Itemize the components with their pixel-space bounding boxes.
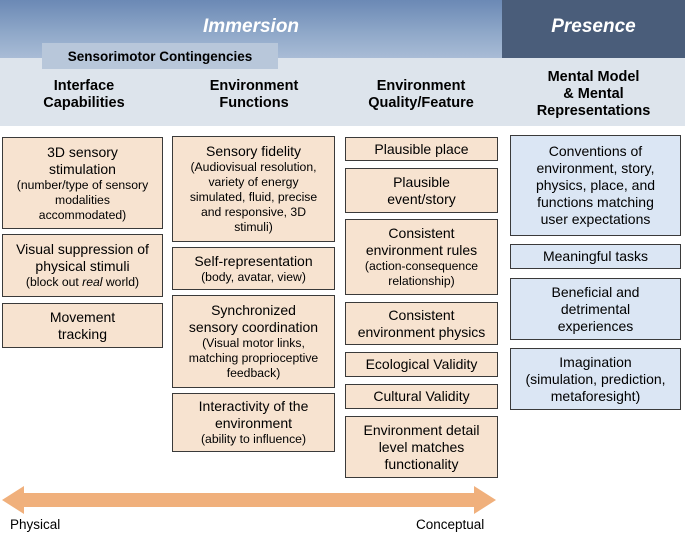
box-beneficial-experiences: Beneficial and detrimental experiences xyxy=(510,278,681,340)
box-main-text: Self-representation xyxy=(194,252,313,269)
immersion-title: Immersion xyxy=(202,16,300,37)
box-sub-text: (number/type of sensory modalities accom… xyxy=(16,177,149,222)
box-main-text: Plausible event/story xyxy=(387,173,456,207)
box-main-text: Consistent environment rules xyxy=(365,225,478,258)
double-headed-arrow-icon xyxy=(2,486,496,514)
box-visual-suppression: Visual suppression of physical stimuli (… xyxy=(2,234,163,297)
sensorimotor-label: Sensorimotor Contingencies xyxy=(42,43,278,69)
box-sub-text: (ability to influence) xyxy=(201,432,306,446)
box-main-text: Visual suppression of physical stimuli xyxy=(16,241,149,274)
box-sub-text: (body, avatar, view) xyxy=(201,269,306,284)
column-header-mental-model: Mental Model & Mental Representations xyxy=(536,69,651,119)
box-consistent-physics: Consistent environment physics xyxy=(345,302,498,345)
sub-text-emphasis: real xyxy=(82,275,103,289)
box-3d-sensory-stimulation: 3D sensory stimulation (number/type of s… xyxy=(2,137,163,229)
box-synchronized-coordination: Synchronized sensory coordination (Visua… xyxy=(172,295,335,388)
box-main-text: Conventions of environment, story, physi… xyxy=(535,143,656,227)
box-sensory-fidelity: Sensory fidelity (Audiovisual resolution… xyxy=(172,136,335,242)
box-conventions: Conventions of environment, story, physi… xyxy=(510,135,681,236)
presence-header xyxy=(502,0,685,58)
box-imagination: Imagination (simulation, prediction, met… xyxy=(510,348,681,410)
box-main-text: Meaningful tasks xyxy=(542,248,649,264)
box-interactivity: Interactivity of the environment (abilit… xyxy=(172,393,335,452)
sub-text-pre: (block out xyxy=(25,275,83,289)
box-main-text: Environment detail level matches functio… xyxy=(363,421,480,472)
box-sub-text: (Visual motor links, matching propriocep… xyxy=(188,336,319,380)
box-main-text: Cultural Validity xyxy=(373,388,470,404)
box-cultural-validity: Cultural Validity xyxy=(345,384,498,409)
box-detail-level: Environment detail level matches functio… xyxy=(345,416,498,478)
box-main-text: Interactivity of the environment xyxy=(198,398,309,431)
box-main-text: Ecological Validity xyxy=(365,356,478,372)
box-sub-text: (Audiovisual resolution, variety of ener… xyxy=(189,160,318,234)
sub-text-post: world) xyxy=(102,275,140,289)
box-ecological-validity: Ecological Validity xyxy=(345,352,498,377)
box-main-text: Sensory fidelity xyxy=(206,143,301,159)
box-main-text: Consistent environment physics xyxy=(357,306,486,340)
box-sub-text: (block out real world) xyxy=(26,275,139,290)
box-plausible-place: Plausible place xyxy=(345,137,498,161)
physical-conceptual-arrow xyxy=(2,486,496,514)
column-header-band xyxy=(0,58,685,126)
column-header-quality: Environment Quality/Feature xyxy=(368,78,474,111)
axis-label-conceptual: Conceptual xyxy=(416,517,485,532)
box-movement-tracking: Movement tracking xyxy=(2,303,163,348)
box-self-representation: Self-representation (body, avatar, view) xyxy=(172,247,335,290)
box-main-text: Beneficial and detrimental experiences xyxy=(551,283,640,334)
box-main-text: Synchronized sensory coordination xyxy=(188,302,319,335)
box-sub-text: (action-consequence relationship) xyxy=(364,259,479,288)
presence-title: Presence xyxy=(551,16,636,37)
box-meaningful-tasks: Meaningful tasks xyxy=(510,244,681,269)
box-main-text: Imagination (simulation, prediction, met… xyxy=(525,353,666,404)
box-main-text: Movement tracking xyxy=(49,308,116,342)
box-main-text: 3D sensory stimulation xyxy=(47,143,118,177)
box-main-text: Plausible place xyxy=(374,140,469,157)
column-header-functions: Environment Functions xyxy=(209,78,299,111)
axis-label-physical: Physical xyxy=(10,517,61,532)
column-header-interface: Interface Capabilities xyxy=(43,78,125,111)
box-consistent-rules: Consistent environment rules (action-con… xyxy=(345,219,498,295)
box-plausible-event: Plausible event/story xyxy=(345,168,498,213)
